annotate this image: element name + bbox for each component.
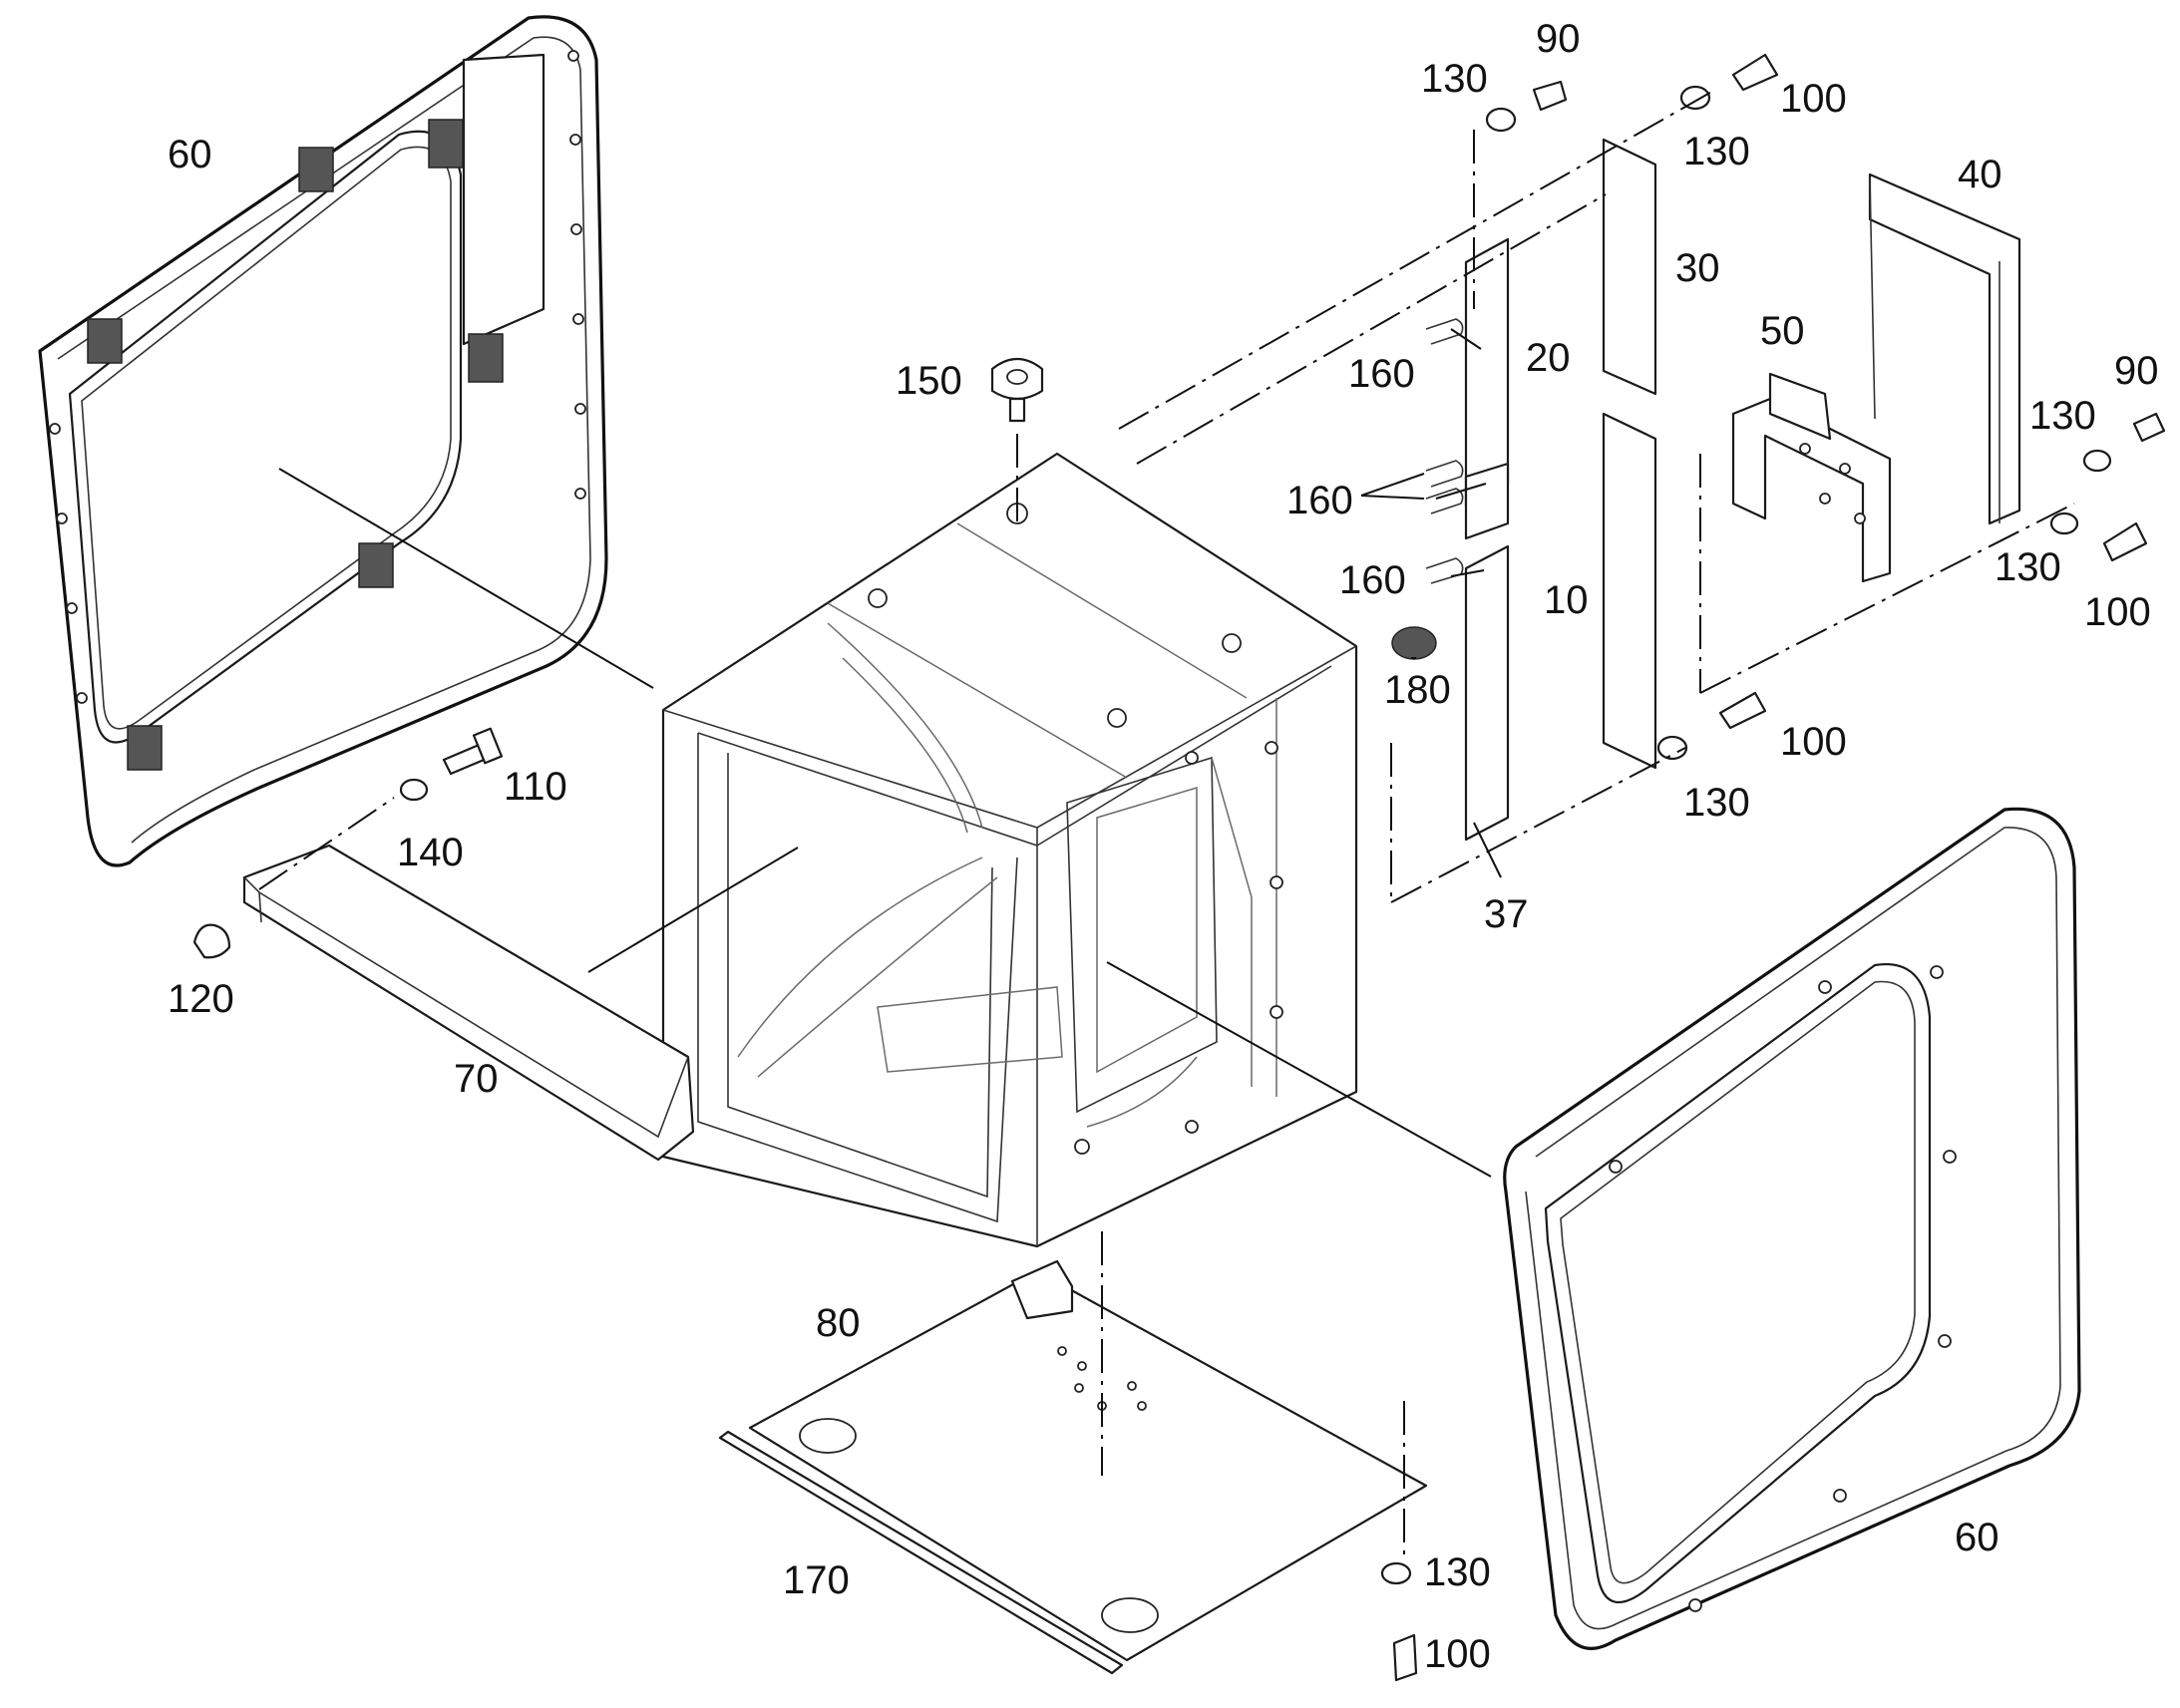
callout-170: 170 — [783, 1558, 850, 1602]
cover-40 — [1868, 172, 2021, 525]
callout-160-b: 160 — [1286, 479, 1353, 522]
clips-160 — [1425, 318, 1464, 584]
callout-160-a: 160 — [1348, 352, 1415, 396]
callout-160-c: 160 — [1339, 558, 1406, 602]
right-window-frame — [1503, 807, 2081, 1650]
callout-50: 50 — [1760, 309, 1805, 353]
floor-plate — [748, 1259, 1428, 1662]
washers-130 — [1380, 85, 2112, 1585]
callout-60-right: 60 — [1955, 1516, 1999, 1559]
callout-80: 80 — [816, 1301, 861, 1345]
callout-140: 140 — [397, 831, 464, 874]
callout-20: 20 — [1526, 336, 1571, 380]
callout-130-c: 130 — [2029, 394, 2096, 438]
bracket-50 — [1731, 372, 1892, 583]
bolt-110 — [442, 727, 504, 776]
callout-130-e: 130 — [1683, 781, 1750, 825]
cap-nut-120 — [192, 923, 231, 959]
callout-120: 120 — [168, 977, 234, 1021]
callout-10: 10 — [1544, 578, 1589, 622]
trim-panel — [242, 844, 695, 1162]
callout-40: 40 — [1958, 153, 2002, 196]
callout-labels: 60 60 10 20 30 37 40 50 70 80 90 90 100 … — [168, 17, 2159, 1676]
grommet-180 — [1391, 626, 1437, 660]
bolts-100 — [1392, 53, 2148, 1682]
eye-bolt-150 — [990, 357, 1044, 423]
callout-100-bottom: 100 — [1424, 1632, 1491, 1676]
callout-150: 150 — [896, 359, 962, 403]
leader-lines — [258, 89, 2075, 1555]
callout-110: 110 — [504, 765, 567, 809]
left-window-frame — [38, 15, 608, 867]
washer-140 — [399, 778, 429, 802]
screws-90 — [1532, 80, 2166, 443]
callout-100-top: 100 — [1780, 77, 1847, 121]
callout-130-b: 130 — [1683, 130, 1750, 173]
callout-130-d: 130 — [1995, 545, 2061, 589]
panel-20 — [1464, 237, 1510, 540]
callout-130-a: 130 — [1421, 57, 1488, 101]
callout-90-right: 90 — [2114, 349, 2159, 393]
callout-37: 37 — [1484, 892, 1529, 936]
callout-30: 30 — [1675, 246, 1720, 290]
callout-100-mid: 100 — [1780, 720, 1847, 764]
seal-strip — [718, 1430, 1124, 1675]
callout-60-left: 60 — [168, 133, 212, 176]
panel-30 — [1602, 138, 1657, 396]
callout-100-right: 100 — [2084, 590, 2151, 634]
strip-37 — [1464, 544, 1510, 842]
callout-90-top: 90 — [1536, 17, 1581, 61]
callout-130-f: 130 — [1424, 1550, 1491, 1594]
callout-70: 70 — [454, 1057, 499, 1101]
panel-10 — [1602, 412, 1657, 770]
callout-180: 180 — [1384, 668, 1451, 712]
cab-frame — [661, 452, 1358, 1248]
